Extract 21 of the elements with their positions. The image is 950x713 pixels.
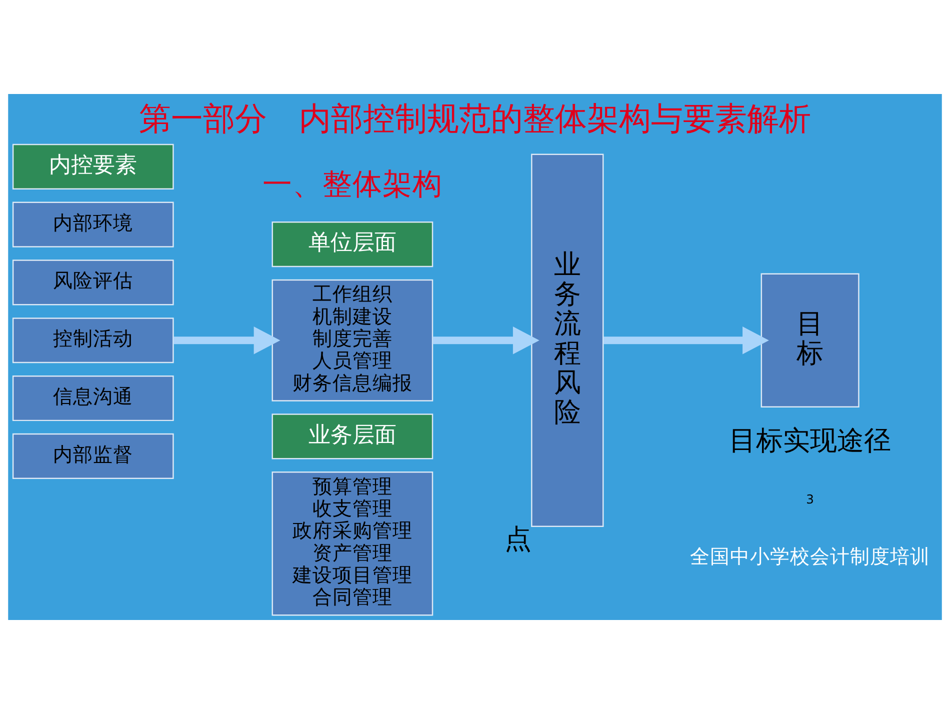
arrow	[604, 326, 769, 354]
arrow	[174, 326, 280, 354]
node-box: 内控要素	[12, 143, 174, 189]
node-box: 控制活动	[12, 317, 174, 363]
node-box: 目标	[760, 272, 860, 407]
node-box: 内部监督	[12, 432, 174, 478]
label: 全国中小学校会计制度培训	[690, 544, 930, 568]
node-box: 业务流程风险	[531, 153, 604, 526]
label: 一、整体架构	[262, 166, 442, 201]
node-box: 预算管理 收支管理 政府采购管理 资产管理 建设项目管理 合同管理	[272, 471, 434, 616]
diagram-title: 第一部分 内部控制规范的整体架构与要素解析	[139, 98, 811, 137]
node-box: 内部环境	[12, 201, 174, 247]
label: 3	[806, 492, 814, 506]
node-label: 点	[504, 524, 532, 555]
node-box: 工作组织 机制建设 制度完善 人员管理 财务信息编报	[272, 278, 434, 401]
node-box: 信息沟通	[12, 374, 174, 421]
node-box: 单位层面	[272, 221, 434, 267]
arrow	[432, 326, 540, 354]
label: 目标实现途径	[729, 425, 892, 456]
node-box: 风险评估	[12, 259, 174, 305]
node-box: 业务层面	[272, 413, 434, 459]
